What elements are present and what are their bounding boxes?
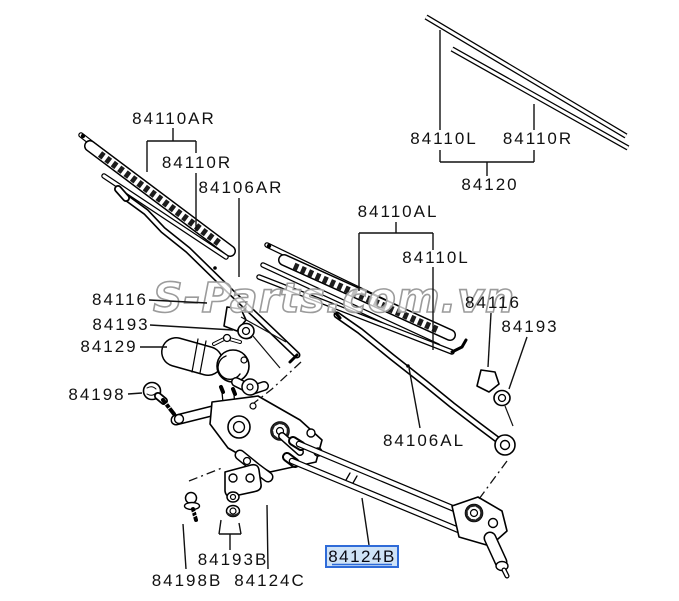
part-label-refill-left-kit[interactable]: 84110L bbox=[410, 129, 477, 148]
wiper-blade-assembly-left-drawing bbox=[256, 242, 468, 355]
right-pivot-crank-drawing bbox=[451, 496, 510, 579]
part-label-grommet-left[interactable]: 84193 bbox=[92, 315, 149, 334]
wiper-motor-drawing bbox=[161, 333, 269, 425]
grommet-right-drawing bbox=[493, 389, 511, 407]
assembly-reference-lines bbox=[188, 316, 514, 500]
site-watermark: S-Parts.com.vn bbox=[153, 274, 515, 322]
part-label-refill-right-kit[interactable]: 84110R bbox=[503, 129, 573, 148]
part-label-motor[interactable]: 84129 bbox=[80, 337, 137, 356]
part-label-refill-right[interactable]: 84110R bbox=[162, 153, 232, 172]
mount-bolt-left-drawing bbox=[142, 381, 176, 416]
part-label-cap-right[interactable]: 84116 bbox=[465, 293, 521, 312]
wiper-arm-left-drawing bbox=[331, 308, 516, 456]
part-label-refill-left[interactable]: 84110L bbox=[402, 248, 469, 267]
grommet-left-drawing bbox=[237, 322, 255, 340]
selected-part-label-84124B[interactable]: 84124B bbox=[325, 545, 399, 568]
part-label-blade-assembly-right[interactable]: 84110AR bbox=[132, 109, 216, 128]
part-label-blade-assembly-left[interactable]: 84110AL bbox=[358, 202, 439, 221]
part-label-refill-kit[interactable]: 84120 bbox=[461, 175, 518, 194]
part-label-bolt-left[interactable]: 84198 bbox=[68, 385, 125, 404]
wiper-blade-assembly-right-drawing bbox=[78, 132, 236, 260]
part-label-cap-left[interactable]: 84116 bbox=[92, 290, 148, 309]
part-label-nuts[interactable]: 84193B bbox=[198, 550, 269, 569]
part-label-bolt-bottom[interactable]: 84198B bbox=[152, 571, 223, 590]
nuts-drawing bbox=[225, 491, 241, 518]
pivot-cap-right-drawing bbox=[476, 369, 500, 393]
linkage-frame-drawing bbox=[170, 395, 323, 483]
refill-strips-kit-drawing bbox=[424, 14, 630, 151]
part-label-link-rod-selected[interactable]: 84124B bbox=[328, 547, 396, 566]
link-rods-drawing bbox=[282, 436, 473, 535]
leader-lines bbox=[127, 30, 535, 570]
part-label-arm-right[interactable]: 84106AR bbox=[199, 178, 284, 197]
mount-bolt-bottom-drawing bbox=[183, 491, 201, 522]
part-label-arm-left[interactable]: 84106AL bbox=[383, 431, 465, 450]
part-label-bracket-plate[interactable]: 84124C bbox=[234, 571, 306, 590]
wiper-arm-right-drawing bbox=[114, 185, 301, 364]
part-label-grommet-right[interactable]: 84193 bbox=[501, 317, 558, 336]
